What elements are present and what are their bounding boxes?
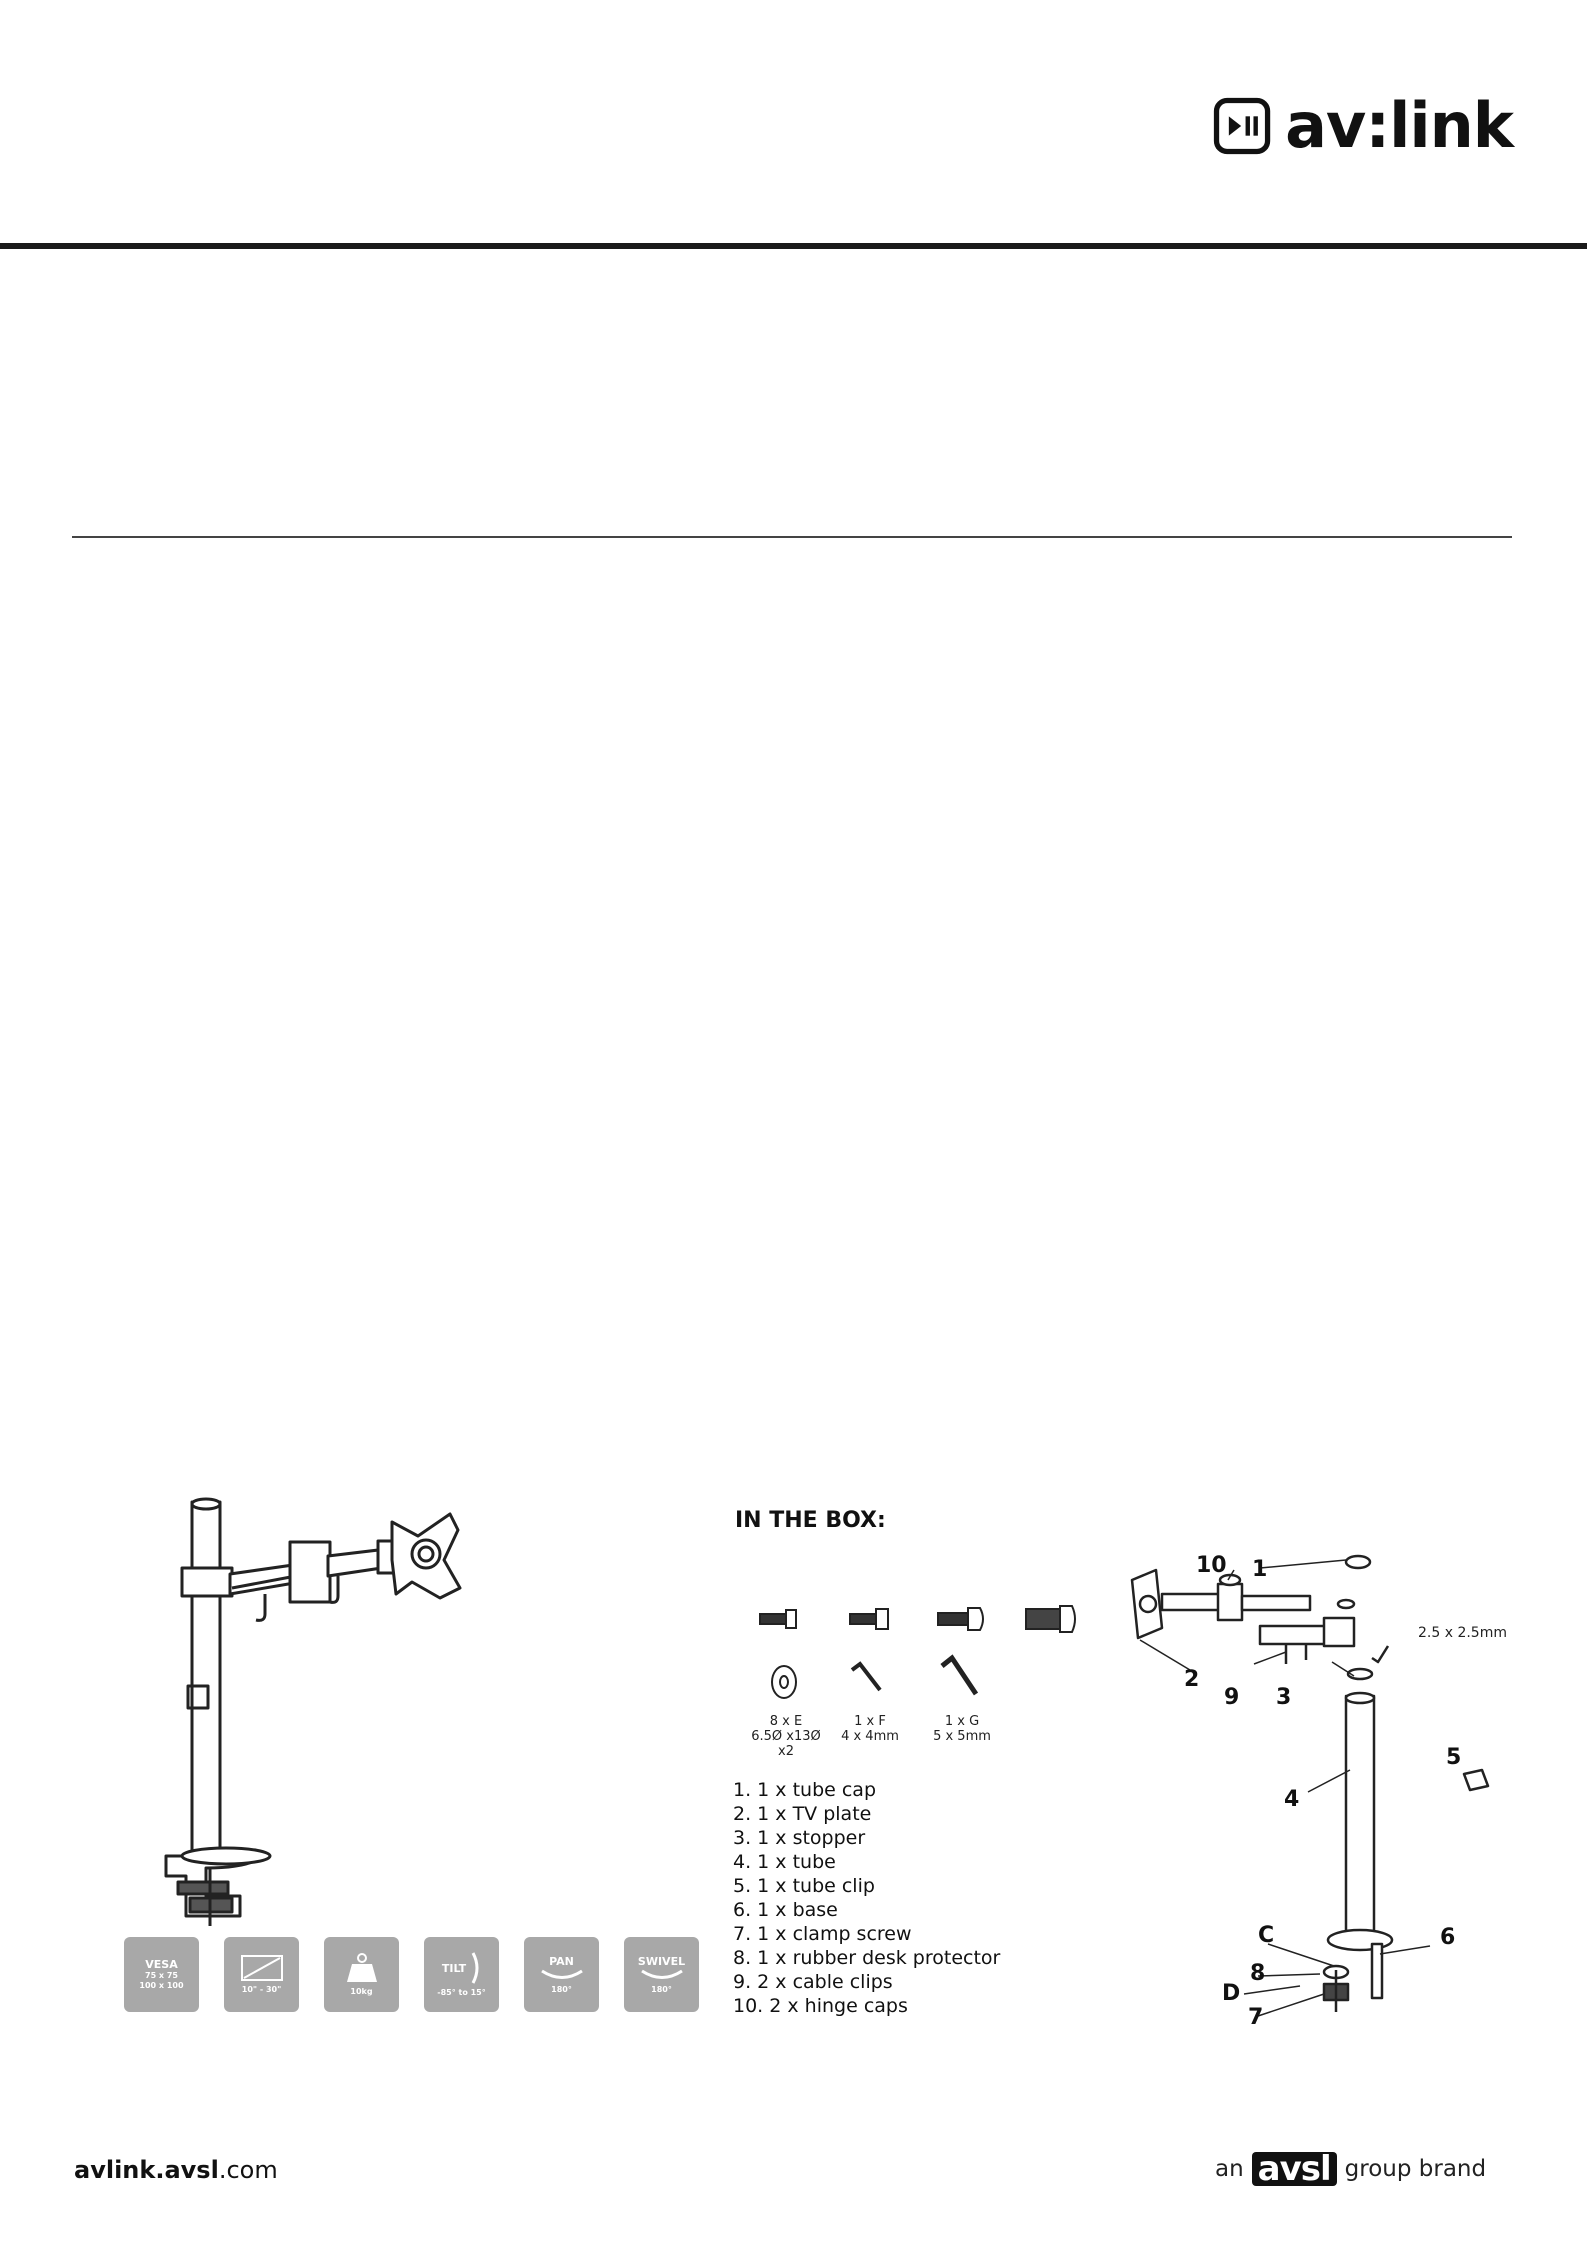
spec-value: -85° to 15° (437, 1988, 486, 1997)
hardware-f: 1 x F 4 x 4mm (832, 1714, 908, 1744)
tilt-icon (471, 1952, 479, 1984)
monitor-arm-illustration (164, 1497, 462, 1926)
callout-6: 6 (1440, 1925, 1455, 1950)
list-item: 9. 2 x cable clips (733, 1971, 893, 1993)
footer-url-tld: .com (218, 2156, 278, 2184)
list-item: 1. 1 x tube cap (733, 1779, 877, 1801)
spec-value: 180° (551, 1984, 572, 1994)
spec-title: SWIVEL (637, 1954, 686, 1968)
hardware-qty: 1 x G (944, 1714, 980, 1729)
exploded-diagram: 10 1 2 9 3 4 5 C 6 8 D 7 2.5 x 2.5mm (1130, 1553, 1507, 2030)
hardware-qty: 1 x F (854, 1714, 886, 1729)
spec-pan: PAN 180° (524, 1937, 599, 2012)
spec-tilt: TILT -85° to 15° (424, 1937, 499, 2012)
callout-10: 10 (1196, 1553, 1227, 1578)
callout-5: 5 (1446, 1745, 1461, 1770)
list-item: 6. 1 x base (733, 1899, 838, 1921)
spec-weight: 10kg (324, 1937, 399, 2012)
callout-d: D (1222, 1981, 1240, 2006)
spec-value: 10kg (350, 1987, 373, 1996)
list-item: 5. 1 x tube clip (733, 1875, 875, 1897)
callout-3: 3 (1276, 1685, 1291, 1710)
footer-brand: an avsl group brand (1215, 2152, 1486, 2186)
brand-logo: av:link (1213, 88, 1514, 164)
hardware-qty: 8 x E (769, 1714, 803, 1729)
parts-list: 1. 1 x tube cap 2. 1 x TV plate 3. 1 x s… (733, 1778, 1000, 2018)
callout-8: 8 (1250, 1961, 1265, 1986)
hardware-kit: 8 x E 6.5Ø x13Ø x2 1 x F 4 x 4mm 1 x G 5… (740, 1590, 1100, 1770)
hardware-g: 1 x G 5 x 5mm (924, 1714, 1000, 1744)
hardware-size: 5 x 5mm (933, 1729, 991, 1744)
callout-4: 4 (1284, 1787, 1299, 1812)
weight-icon (346, 1953, 377, 1982)
list-item: 8. 1 x rubber desk protector (733, 1947, 1001, 1969)
play-pause-icon (1213, 97, 1271, 155)
logo-text: av:link (1285, 89, 1514, 162)
callout-7: 7 (1248, 2005, 1263, 2030)
header-divider (0, 243, 1587, 249)
swivel-icon (640, 1969, 683, 1979)
list-item: 4. 1 x tube (733, 1851, 836, 1873)
brand-prefix: an (1215, 2156, 1244, 2182)
spec-title: TILT (441, 1961, 467, 1975)
screen-size-icon (240, 1955, 283, 1981)
list-item: 7. 1 x clamp screw (733, 1923, 912, 1945)
spec-vesa: VESA 75 x 75 100 x 100 (124, 1937, 199, 2012)
spec-value: 100 x 100 (139, 1981, 184, 1990)
hardware-e: 8 x E 6.5Ø x13Ø x2 (748, 1714, 824, 1759)
callout-2: 2 (1184, 1667, 1199, 1692)
hex-key-size-label: 2.5 x 2.5mm (1418, 1625, 1507, 1641)
callout-1: 1 (1252, 1557, 1267, 1582)
callout-c: C (1258, 1923, 1274, 1948)
footer-url-domain: avlink.avsl (74, 2156, 219, 2184)
spec-value: 75 x 75 (145, 1971, 178, 1980)
pan-icon (540, 1969, 583, 1979)
hardware-size: 6.5Ø x13Ø x2 (751, 1729, 821, 1759)
spec-value: 180° (651, 1984, 672, 1994)
section-divider (72, 536, 1512, 538)
spec-value: 10" - 30" (241, 1985, 282, 1994)
spec-title: VESA (145, 1958, 178, 1971)
avsl-logo: avsl (1251, 2152, 1337, 2186)
brand-suffix: group brand (1344, 2156, 1487, 2182)
hardware-size: 4 x 4mm (841, 1729, 899, 1744)
spec-swivel: SWIVEL 180° (624, 1937, 699, 2012)
hardware-illustration (759, 1605, 1076, 1699)
spec-badges: VESA 75 x 75 100 x 100 10" - 30" 10kg TI… (124, 1937, 699, 2012)
callout-9: 9 (1224, 1685, 1239, 1710)
list-item: 10. 2 x hinge caps (733, 1995, 908, 2017)
list-item: 3. 1 x stopper (733, 1827, 866, 1849)
in-the-box-title: IN THE BOX: (735, 1508, 886, 1533)
spec-title: PAN (549, 1954, 574, 1968)
footer-website[interactable]: avlink.avsl.com (74, 2156, 278, 2184)
list-item: 2. 1 x TV plate (733, 1803, 872, 1825)
spec-screen-size: 10" - 30" (224, 1937, 299, 2012)
